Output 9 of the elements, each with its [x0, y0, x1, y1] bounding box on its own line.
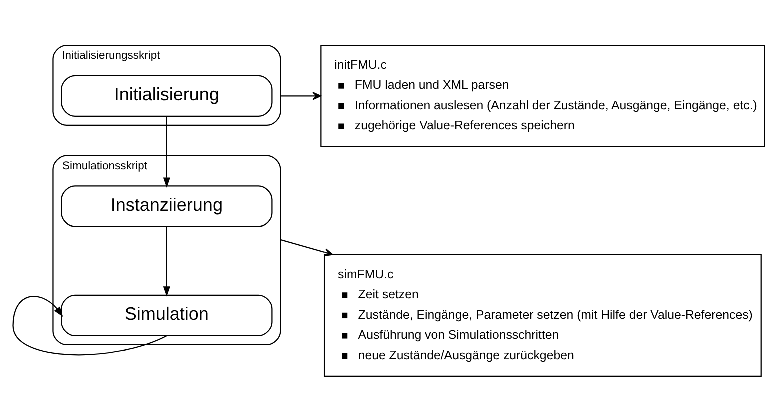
- node-box: Simulation: [61, 294, 273, 337]
- node-box: initFMU.c FMU laden und XML parsen Informationen auslesen (Anzahl der Zustände, Ausgänge, Eingänge, etc.) zugehörige Value-References speichern: [320, 44, 766, 148]
- arrow: [163, 227, 170, 297]
- node-box: Initialisierung: [61, 75, 273, 117]
- node-box: Instanziierung: [61, 186, 273, 228]
- arrow: [280, 92, 322, 100]
- arrow: [163, 116, 170, 188]
- arrow: [280, 239, 334, 257]
- node-box: simFMU.c Zeit setzen Zustände, Eingänge, Parameter setzen (mit Hilfe der Value-References) Ausführung von Simulationsschritten neue Zustände/Ausgänge zurückgeben: [324, 254, 762, 378]
